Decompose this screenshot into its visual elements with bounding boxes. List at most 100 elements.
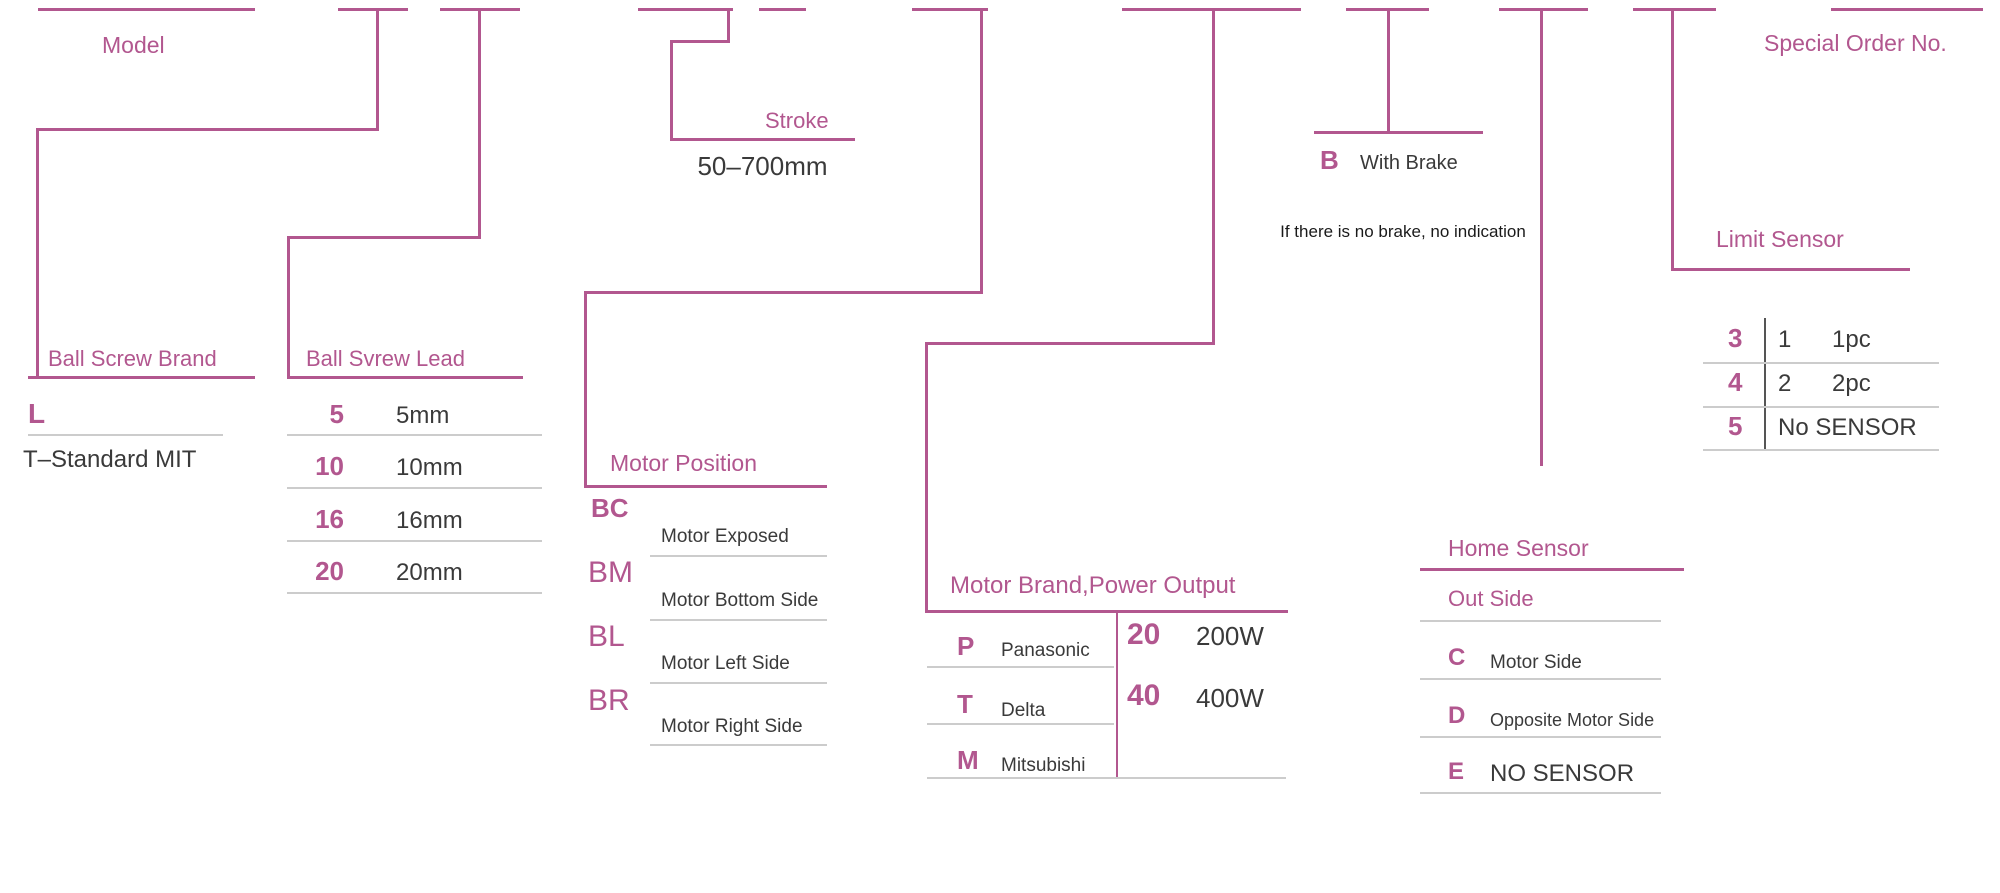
limit-sensor-qty: 2 (1778, 370, 1792, 397)
limit-sensor-value: 1pc (1832, 326, 1871, 353)
connector-line (980, 8, 983, 294)
home-sensor-value: NO SENSOR (1490, 760, 1635, 787)
connector-line (1540, 8, 1543, 466)
code-underline-segment (638, 8, 733, 11)
motor-brand-value: Delta (1001, 700, 1046, 721)
row-underline (1420, 736, 1661, 738)
connector-line (925, 342, 928, 613)
home-sensor-code: D (1448, 702, 1466, 729)
ball-screw-brand-label: Ball Screw Brand (48, 346, 217, 371)
section-underline (925, 610, 1288, 613)
motor-brand-code: P (957, 631, 975, 661)
home-sensor-value: Motor Side (1490, 652, 1582, 673)
lead-code: 5 (329, 399, 344, 429)
motor-brand-power-label: Motor Brand,Power Output (950, 572, 1236, 599)
lead-code: 16 (315, 504, 344, 534)
power-value: 400W (1196, 683, 1264, 713)
stroke-value: 50–700mm (697, 151, 828, 181)
code-underline-segment (1831, 8, 1983, 11)
code-underline-segment (759, 8, 806, 11)
connector-line (287, 236, 481, 239)
motor-position-value: Motor Exposed (661, 526, 789, 547)
section-underline (1420, 568, 1684, 571)
connector-line (670, 40, 673, 141)
row-underline (927, 666, 1114, 668)
lead-value: 5mm (396, 402, 450, 429)
section-underline (670, 138, 855, 141)
motor-position-value: Motor Bottom Side (661, 590, 819, 611)
model-label: Model (102, 32, 165, 58)
row-underline (1420, 620, 1661, 622)
section-underline (1671, 268, 1910, 271)
row-underline (1703, 449, 1939, 451)
row-underline (650, 744, 827, 746)
lead-code: 10 (315, 451, 344, 481)
row-underline (650, 619, 827, 621)
special-order-label: Special Order No. (1764, 30, 1947, 56)
brake-label: With Brake (1360, 152, 1458, 174)
stroke-label: Stroke (765, 108, 829, 133)
limit-sensor-label: Limit Sensor (1716, 226, 1844, 252)
row-underline (927, 777, 1286, 779)
row-underline (927, 723, 1114, 725)
lead-value: 10mm (396, 454, 463, 481)
row-underline (1703, 406, 1939, 408)
section-underline (28, 376, 255, 379)
row-underline (287, 487, 542, 489)
code-underline-segment (912, 8, 988, 11)
limit-sensor-qty: 1 (1778, 326, 1792, 353)
limit-sensor-value: 2pc (1832, 370, 1871, 397)
code-underline-segment (38, 8, 255, 11)
home-sensor-label: Home Sensor (1448, 535, 1589, 561)
connector-line (376, 8, 379, 131)
table-divider-line (1764, 318, 1766, 450)
row-underline (1703, 362, 1939, 364)
motor-brand-value: Mitsubishi (1001, 755, 1086, 776)
code-underline-segment (1122, 8, 1301, 11)
connector-line (287, 236, 290, 379)
row-underline (287, 540, 542, 542)
lead-code: 20 (315, 556, 344, 586)
section-underline (1314, 131, 1483, 134)
motor-position-code: BM (588, 556, 633, 589)
code-underline-segment (338, 8, 408, 11)
power-code: 40 (1127, 679, 1161, 712)
row-underline (650, 555, 827, 557)
motor-brand-code: M (957, 745, 979, 775)
row-underline (1420, 678, 1661, 680)
row-underline (28, 434, 223, 436)
ball-screw-brand-value: T–Standard MIT (23, 446, 197, 473)
connector-line (36, 128, 39, 379)
row-underline (1420, 792, 1661, 794)
motor-position-code: BR (588, 684, 630, 717)
connector-line (925, 342, 1215, 345)
brake-note: If there is no brake, no indication (1280, 222, 1526, 241)
power-code: 20 (1127, 618, 1161, 651)
lead-value: 16mm (396, 507, 463, 534)
connector-line (36, 128, 379, 131)
row-underline (650, 682, 827, 684)
motor-brand-code: T (957, 689, 973, 719)
connector-line (584, 291, 983, 294)
table-divider-line (1116, 613, 1118, 778)
connector-line (584, 291, 587, 488)
limit-sensor-code: 3 (1728, 323, 1743, 353)
connector-line (727, 8, 730, 43)
limit-sensor-code: 5 (1728, 411, 1743, 441)
code-underline-segment (1633, 8, 1716, 11)
limit-sensor-code: 4 (1728, 367, 1743, 397)
connector-line (670, 40, 730, 43)
motor-position-value: Motor Left Side (661, 653, 790, 674)
motor-position-code: BC (591, 493, 629, 523)
motor-position-label: Motor Position (610, 450, 758, 476)
home-sensor-code: E (1448, 758, 1465, 785)
home-sensor-sublabel: Out Side (1448, 586, 1534, 611)
section-underline (584, 485, 827, 488)
connector-line (1212, 8, 1215, 345)
row-underline (287, 592, 542, 594)
connector-line (1387, 8, 1390, 134)
connector-line (478, 8, 481, 239)
connector-line (1671, 8, 1674, 271)
home-sensor-code: C (1448, 644, 1466, 671)
brake-code: B (1320, 145, 1339, 175)
